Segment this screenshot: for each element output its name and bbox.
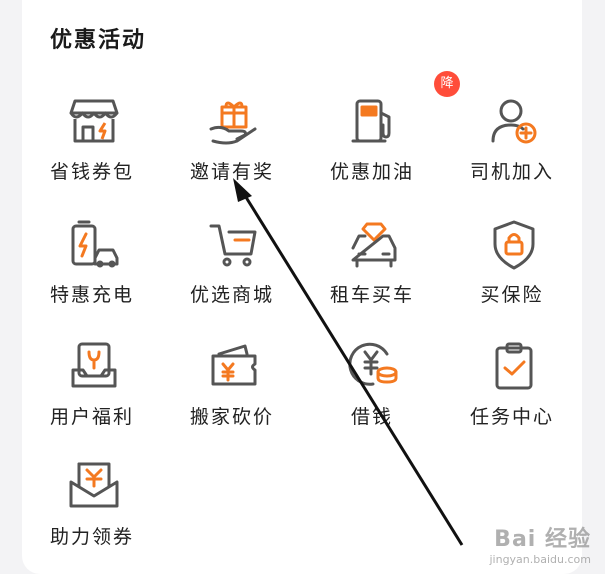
battery-car-icon xyxy=(67,218,121,272)
tile-task-center[interactable]: 任务中心 xyxy=(442,340,582,450)
tile-borrow-money[interactable]: 借钱 xyxy=(302,340,442,450)
tile-label: 借钱 xyxy=(350,406,393,428)
tile-label: 用户福利 xyxy=(49,406,134,428)
section-title: 优惠活动 xyxy=(50,28,147,53)
tile-moving-bargain[interactable]: 搬家砍价 xyxy=(162,340,302,450)
cart-icon xyxy=(207,218,261,272)
promotions-card: 优惠活动 省钱券包 xyxy=(22,0,582,574)
tile-label: 司机加入 xyxy=(469,161,554,183)
tile-invite-reward[interactable]: 邀请有奖 xyxy=(162,95,302,205)
discount-badge: 降 xyxy=(434,71,460,97)
promotions-grid: 省钱券包 邀请有奖 降 xyxy=(22,0,582,574)
tile-label: 特惠充电 xyxy=(49,284,134,306)
task-clipboard-icon xyxy=(487,340,541,394)
tile-assist-coupon[interactable]: 助力领券 xyxy=(22,460,162,570)
tile-driver-join[interactable]: 司机加入 xyxy=(442,95,582,205)
tile-label: 优惠加油 xyxy=(329,161,414,183)
tile-label: 任务中心 xyxy=(469,406,554,428)
yen-ticket-icon xyxy=(207,340,261,394)
yen-coin-icon xyxy=(347,340,401,394)
tile-user-benefits[interactable]: 用户福利 xyxy=(22,340,162,450)
tile-label: 搬家砍价 xyxy=(189,406,274,428)
tile-label: 邀请有奖 xyxy=(189,161,274,183)
gift-hand-icon xyxy=(207,95,261,149)
wrench-box-icon xyxy=(67,340,121,394)
add-driver-icon xyxy=(487,95,541,149)
watermark: Bai 经验 jingyan.baidu.com xyxy=(489,521,591,566)
shop-icon xyxy=(67,95,121,149)
tile-fuel-discount[interactable]: 降 优惠加油 xyxy=(302,71,460,205)
car-diamond-icon xyxy=(347,218,401,272)
yen-envelope-icon xyxy=(67,460,121,514)
tile-label: 优选商城 xyxy=(189,284,274,306)
tile-label: 省钱券包 xyxy=(49,161,134,183)
tile-label: 买保险 xyxy=(480,284,544,306)
tile-label: 租车买车 xyxy=(329,284,414,306)
watermark-url: jingyan.baidu.com xyxy=(489,553,591,566)
tile-select-mall[interactable]: 优选商城 xyxy=(162,218,302,328)
shield-lock-icon xyxy=(487,218,541,272)
tile-coupon-pack[interactable]: 省钱券包 xyxy=(22,95,162,205)
watermark-brand: Bai 经验 xyxy=(494,527,591,552)
tile-charging-discount[interactable]: 特惠充电 xyxy=(22,218,162,328)
tile-buy-insurance[interactable]: 买保险 xyxy=(442,218,582,328)
tile-rent-buy-car[interactable]: 租车买车 xyxy=(302,218,442,328)
tile-label: 助力领券 xyxy=(49,526,134,548)
fuel-pump-icon: 降 xyxy=(347,71,460,149)
